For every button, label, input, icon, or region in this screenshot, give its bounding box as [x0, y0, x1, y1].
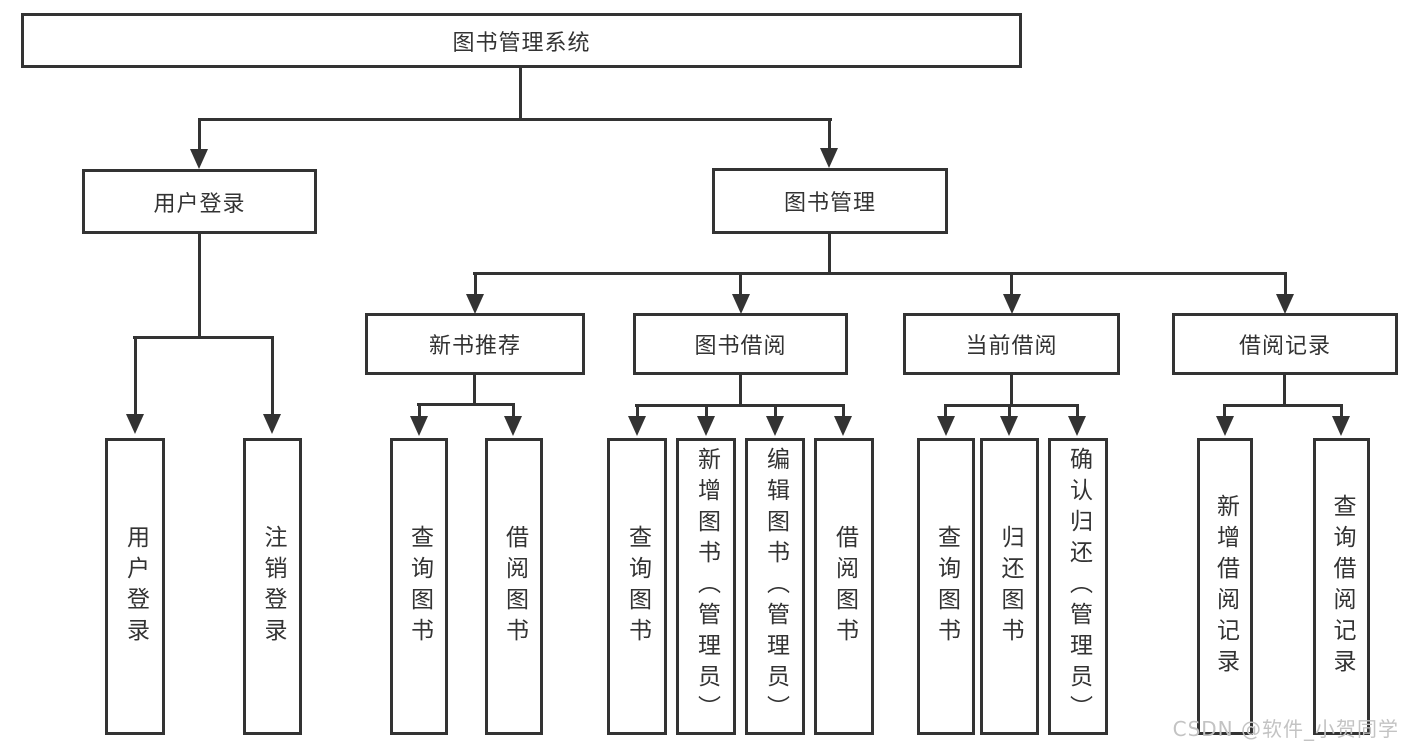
- node-new-book-rec-label: 新书推荐: [428, 334, 521, 359]
- v-line: [944, 404, 947, 417]
- node-borrow-records: 借阅记录: [1172, 313, 1398, 375]
- v-line: [519, 68, 522, 118]
- v-line: [774, 404, 777, 417]
- v-line: [1010, 272, 1013, 296]
- arrow-down: [410, 416, 428, 436]
- leaf-label: 借阅图书: [501, 524, 528, 649]
- leaf-label: 用户登录: [122, 524, 149, 649]
- arrow-down: [1068, 416, 1086, 436]
- leaf-query-borrow-record: 查询借阅记录: [1313, 438, 1370, 735]
- leaf-edit-book-admin: 编辑图书（管理员）: [745, 438, 805, 735]
- v-line: [1284, 272, 1287, 296]
- v-line: [1283, 375, 1286, 404]
- v-line: [134, 336, 137, 416]
- leaf-return-book: 归还图书: [980, 438, 1039, 735]
- leaf-label: 新增借阅记录: [1212, 493, 1239, 680]
- h-line: [635, 404, 845, 407]
- arrow-down: [628, 416, 646, 436]
- leaf-label: 确认归还（管理员）: [1065, 447, 1092, 726]
- arrow-down: [820, 148, 838, 168]
- arrow-down: [466, 294, 484, 314]
- arrow-down: [1000, 416, 1018, 436]
- node-book-mgmt-label: 图书管理: [783, 191, 876, 216]
- v-line: [842, 404, 845, 417]
- node-book-borrow: 图书借阅: [633, 313, 848, 375]
- leaf-label: 借阅图书: [831, 524, 858, 649]
- leaf-borrow-book-2: 借阅图书: [814, 438, 874, 735]
- leaf-label: 新增图书（管理员）: [693, 447, 720, 726]
- watermark: CSDN @软件_小贺同学: [1172, 717, 1399, 741]
- leaf-label: 查询图书: [933, 524, 960, 649]
- leaf-add-book-admin: 新增图书（管理员）: [676, 438, 736, 735]
- node-current-borrow-label: 当前借阅: [965, 334, 1058, 359]
- arrow-down: [263, 414, 281, 434]
- leaf-confirm-return-admin: 确认归还（管理员）: [1048, 438, 1108, 735]
- leaf-label: 查询图书: [406, 524, 433, 649]
- leaf-label: 注销登录: [260, 524, 286, 649]
- h-line: [473, 272, 1287, 275]
- leaf-query-book-2: 查询图书: [607, 438, 667, 735]
- arrow-down: [190, 149, 208, 169]
- leaf-query-book-1: 查询图书: [390, 438, 448, 735]
- node-borrow-records-label: 借阅记录: [1238, 334, 1331, 359]
- h-line: [417, 403, 515, 406]
- v-line: [512, 403, 515, 417]
- v-line: [1008, 404, 1011, 417]
- v-line: [828, 118, 831, 151]
- v-line: [739, 272, 742, 296]
- h-line: [133, 336, 274, 339]
- h-line: [198, 118, 832, 121]
- leaf-logout: 注销登录: [243, 438, 302, 735]
- node-root-label: 图书管理系统: [452, 30, 591, 56]
- node-root: 图书管理系统: [21, 13, 1022, 68]
- arrow-down: [1332, 416, 1350, 436]
- arrow-down: [732, 294, 750, 314]
- v-line: [739, 375, 742, 404]
- v-line: [474, 272, 477, 296]
- node-user-login-label: 用户登录: [153, 191, 246, 217]
- v-line: [705, 404, 708, 417]
- v-line: [198, 234, 201, 336]
- arrow-down: [766, 416, 784, 436]
- leaf-query-book-3: 查询图书: [917, 438, 975, 735]
- v-line: [1223, 404, 1226, 417]
- leaf-label: 编辑图书（管理员）: [762, 447, 789, 726]
- arrow-down: [126, 414, 144, 434]
- arrow-down: [504, 416, 522, 436]
- v-line: [271, 336, 274, 416]
- node-book-borrow-label: 图书借阅: [694, 334, 787, 359]
- arrow-down: [1276, 294, 1294, 314]
- v-line: [1010, 375, 1013, 404]
- node-current-borrow: 当前借阅: [903, 313, 1120, 375]
- node-user-login: 用户登录: [82, 169, 317, 234]
- h-line: [1223, 404, 1342, 407]
- leaf-label: 查询图书: [624, 524, 651, 649]
- v-line: [636, 404, 639, 417]
- arrow-down: [1216, 416, 1234, 436]
- v-line: [198, 118, 201, 152]
- v-line: [1076, 404, 1079, 417]
- arrow-down: [1003, 294, 1021, 314]
- arrow-down: [697, 416, 715, 436]
- node-book-mgmt: 图书管理: [712, 168, 948, 234]
- leaf-user-login: 用户登录: [105, 438, 165, 735]
- leaf-label: 归还图书: [997, 524, 1023, 649]
- leaf-label: 查询借阅记录: [1329, 493, 1355, 680]
- arrow-down: [937, 416, 955, 436]
- v-line: [1340, 404, 1343, 417]
- h-line: [944, 404, 1079, 407]
- node-new-book-rec: 新书推荐: [365, 313, 585, 375]
- leaf-borrow-book-1: 借阅图书: [485, 438, 543, 735]
- leaf-add-borrow-record: 新增借阅记录: [1197, 438, 1253, 735]
- v-line: [828, 234, 831, 272]
- v-line: [418, 403, 421, 417]
- arrow-down: [834, 416, 852, 436]
- v-line: [473, 375, 476, 403]
